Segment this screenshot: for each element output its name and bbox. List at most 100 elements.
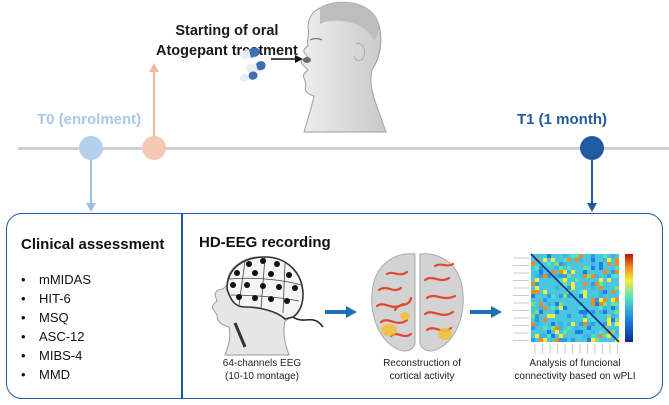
clinical-item: MSQ [21,308,91,327]
matrix-cell [559,326,563,330]
matrix-cell [583,270,587,274]
matrix-cell [539,302,543,306]
matrix-cell [611,290,615,294]
matrix-cell [583,322,587,326]
matrix-cell [607,318,611,322]
matrix-cell [555,274,559,278]
matrix-cell [583,334,587,338]
matrix-cell [587,306,591,310]
matrix-cell [535,310,539,314]
matrix-cell [591,318,595,322]
matrix-cell [543,338,547,342]
matrix-cell [591,254,595,258]
matrix-cell [563,262,567,266]
matrix-cell [555,310,559,314]
matrix-cell [595,282,599,286]
matrix-cell [579,254,583,258]
matrix-cell [563,258,567,262]
matrix-cell [587,274,591,278]
matrix-cell [535,278,539,282]
matrix-cell [571,322,575,326]
matrix-cell [579,330,583,334]
matrix-cell [539,274,543,278]
matrix-cell [591,338,595,342]
matrix-cell [563,338,567,342]
matrix-cell [575,326,579,330]
matrix-cell [615,322,619,326]
clinical-item: mMIDAS [21,270,91,289]
matrix-cell [575,330,579,334]
matrix-cell [547,294,551,298]
matrix-cell [539,338,543,342]
matrix-cell [591,290,595,294]
matrix-cell [563,278,567,282]
matrix-cell [551,322,555,326]
matrix-cell [579,274,583,278]
matrix-cell [611,318,615,322]
matrix-cell [607,274,611,278]
matrix-cell [591,282,595,286]
matrix-cell [579,322,583,326]
matrix-cell [547,302,551,306]
matrix-cell [535,274,539,278]
matrix-cell [599,282,603,286]
matrix-cell [611,306,615,310]
matrix-cell [603,290,607,294]
matrix-cell [599,286,603,290]
matrix-cell [551,314,555,318]
matrix-cell [539,334,543,338]
matrix-cell [535,286,539,290]
caption-reconstruction: Reconstruction of cortical activity [372,357,472,383]
matrix-cell [611,338,615,342]
matrix-cell [575,278,579,282]
caption-recon-line2: cortical activity [389,371,455,382]
eeg-head-icon [212,256,324,356]
matrix-cell [591,330,595,334]
matrix-cell [559,302,563,306]
treatment-start-line2: Atogepant treatment [156,43,298,59]
connectivity-matrix-icon [513,253,633,354]
matrix-cell [543,258,547,262]
t0-label: T0 (enrolment) [37,111,142,128]
matrix-cell [591,310,595,314]
matrix-cell [555,266,559,270]
clinical-list: mMIDAS HIT-6 MSQ ASC-12 MIBS-4 MMD [21,270,91,384]
matrix-cell [615,318,619,322]
t1-marker [580,136,604,160]
matrix-cell [615,258,619,262]
matrix-cell [567,294,571,298]
matrix-cell [611,274,615,278]
matrix-cell [535,266,539,270]
matrix-cell [607,278,611,282]
matrix-cell [543,290,547,294]
matrix-cell [559,270,563,274]
treatment-start-marker [142,136,166,160]
matrix-cell [567,270,571,274]
matrix-cell [599,302,603,306]
matrix-cell [595,338,599,342]
matrix-cell [531,326,535,330]
matrix-cell [591,294,595,298]
matrix-cell [543,334,547,338]
matrix-cell [595,302,599,306]
matrix-cell [543,298,547,302]
matrix-cell [583,318,587,322]
matrix-cell [599,266,603,270]
matrix-cell [611,254,615,258]
matrix-cell [531,290,535,294]
matrix-cell [567,326,571,330]
caption-eeg: 64-channels EEG (10-10 montage) [212,357,312,383]
matrix-cell [531,286,535,290]
hd-eeg-title: HD-EEG recording [199,234,331,251]
matrix-cell [591,274,595,278]
matrix-cell [595,334,599,338]
matrix-cell [551,326,555,330]
head-profile-icon [301,1,387,133]
matrix-cell [551,306,555,310]
matrix-cell [551,270,555,274]
matrix-cell [563,254,567,258]
matrix-cell [615,302,619,306]
matrix-cell [551,258,555,262]
matrix-cell [539,270,543,274]
matrix-cell [539,310,543,314]
